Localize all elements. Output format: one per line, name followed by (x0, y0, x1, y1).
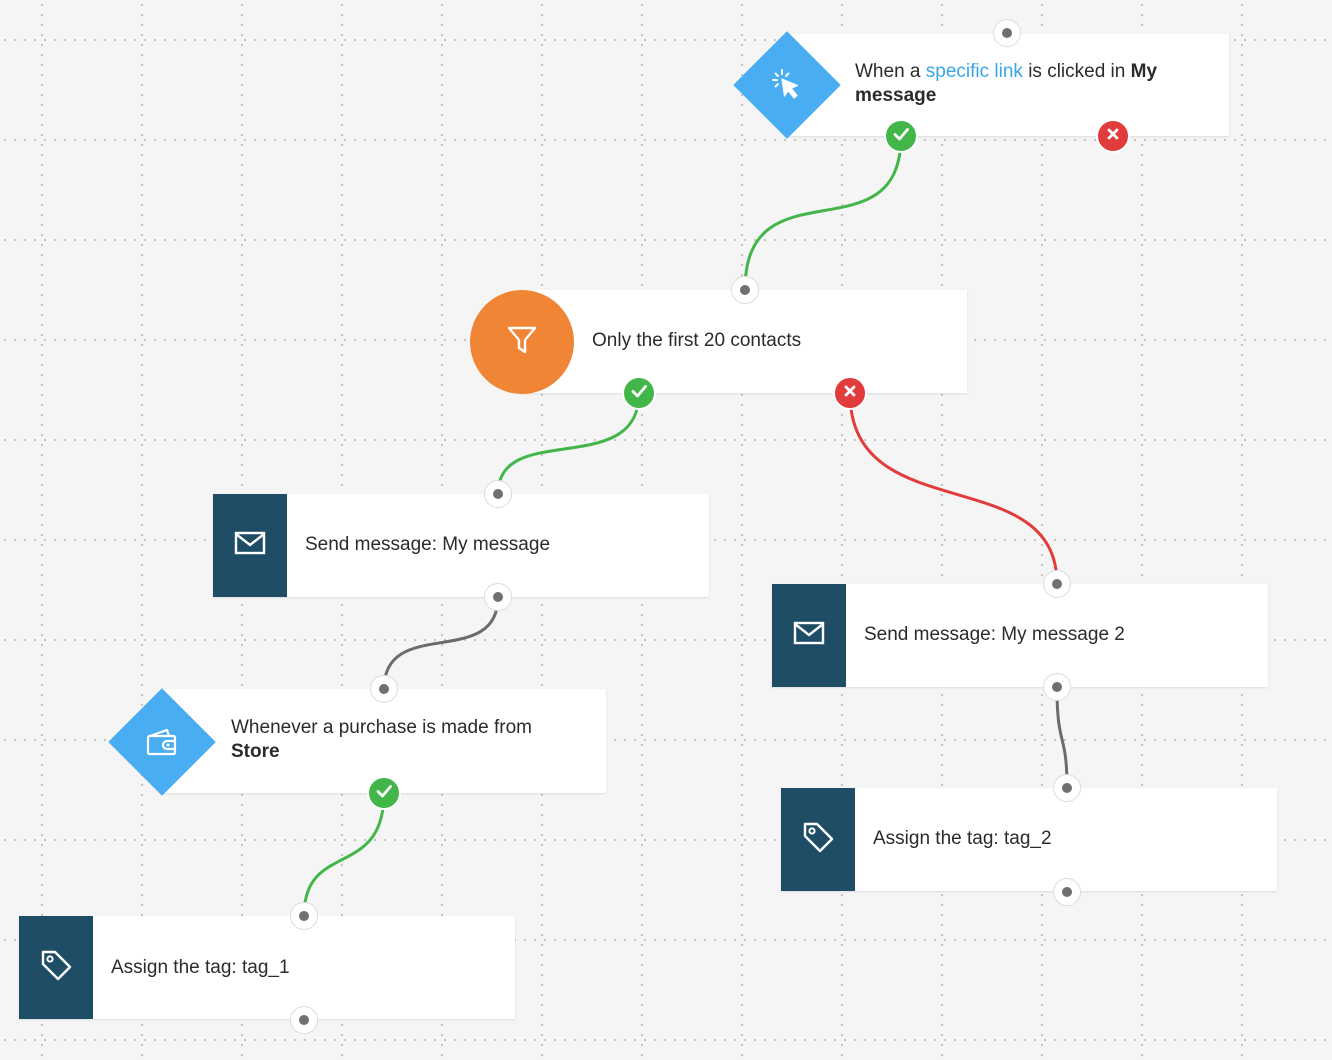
send-message-2-icon-box (772, 584, 846, 687)
tag-1-icon-box (19, 916, 93, 1019)
filter-input-port[interactable] (731, 276, 759, 304)
node-purchase-card[interactable]: Whenever a purchase is made from Store (162, 689, 606, 793)
tag-1-output-port[interactable] (290, 1006, 318, 1034)
purchase-yes-port[interactable] (367, 776, 401, 810)
link-clicked-input-port[interactable] (993, 19, 1021, 47)
node-tag-1-card[interactable]: Assign the tag: tag_1 (19, 916, 515, 1019)
connector-link-yes-to-filter (743, 135, 903, 291)
connector-filter-yes-to-send-1 (496, 392, 641, 495)
cursor-click-icon (749, 47, 825, 123)
node-filter-card[interactable]: Only the first 20 contacts (520, 290, 967, 393)
purchase-text: Whenever a purchase is made from (231, 717, 532, 738)
checkmark-icon (375, 782, 393, 805)
tag-2-icon-box (781, 788, 855, 891)
send-message-1-input-port[interactable] (484, 480, 512, 508)
specific-link[interactable]: specific link (925, 61, 1023, 82)
purchase-input-port[interactable] (370, 675, 398, 703)
filter-no-port[interactable] (833, 376, 867, 410)
link-clicked-yes-port[interactable] (884, 119, 918, 153)
wallet-icon (124, 704, 200, 780)
node-filter-label: Only the first 20 contacts (592, 330, 802, 351)
connector-send-2-to-tag-2 (1055, 686, 1069, 789)
connector-send-1-to-purchase (382, 596, 500, 690)
purchase-store-name[interactable]: Store (231, 741, 280, 762)
envelope-icon (234, 531, 266, 560)
tag-2-input-port[interactable] (1053, 774, 1081, 802)
tag-icon (801, 820, 835, 859)
send-message-1-icon-box (213, 494, 287, 597)
send-message-2-output-port[interactable] (1043, 673, 1071, 701)
link-clicked-text-middle: is clicked in (1028, 61, 1126, 82)
close-icon (1106, 127, 1120, 146)
node-tag-2-label: Assign the tag: tag_2 (873, 828, 1052, 849)
node-send-message-2-label: Send message: My message 2 (864, 624, 1125, 645)
node-link-clicked-card[interactable]: When a specific link is clicked in My me… (784, 34, 1229, 136)
filter-yes-port[interactable] (622, 376, 656, 410)
filter-circle (470, 290, 574, 394)
node-tag-2-card[interactable]: Assign the tag: tag_2 (781, 788, 1277, 891)
tag-2-output-port[interactable] (1053, 878, 1081, 906)
node-send-message-1-label: Send message: My message (305, 534, 551, 555)
connector-purchase-yes-to-tag-1 (302, 792, 386, 917)
link-clicked-text-before: When a (855, 61, 921, 82)
tag-1-input-port[interactable] (290, 902, 318, 930)
connector-filter-no-to-send-2 (848, 392, 1059, 585)
node-purchase-label: Whenever a purchase is made from Store (231, 716, 591, 764)
funnel-icon (505, 323, 539, 362)
send-message-1-output-port[interactable] (484, 583, 512, 611)
tag-icon (39, 948, 73, 987)
send-message-2-input-port[interactable] (1043, 570, 1071, 598)
node-send-message-1-card[interactable]: Send message: My message (213, 494, 709, 597)
checkmark-icon (630, 382, 648, 405)
checkmark-icon (892, 125, 910, 148)
close-icon (843, 384, 857, 403)
node-tag-1-label: Assign the tag: tag_1 (111, 957, 290, 978)
link-clicked-no-port[interactable] (1096, 119, 1130, 153)
node-send-message-2-card[interactable]: Send message: My message 2 (772, 584, 1268, 687)
link-clicked-message-name[interactable]: My message (855, 61, 1158, 106)
node-link-clicked-label: When a specific link is clicked in My me… (855, 60, 1205, 108)
envelope-icon (793, 621, 825, 650)
